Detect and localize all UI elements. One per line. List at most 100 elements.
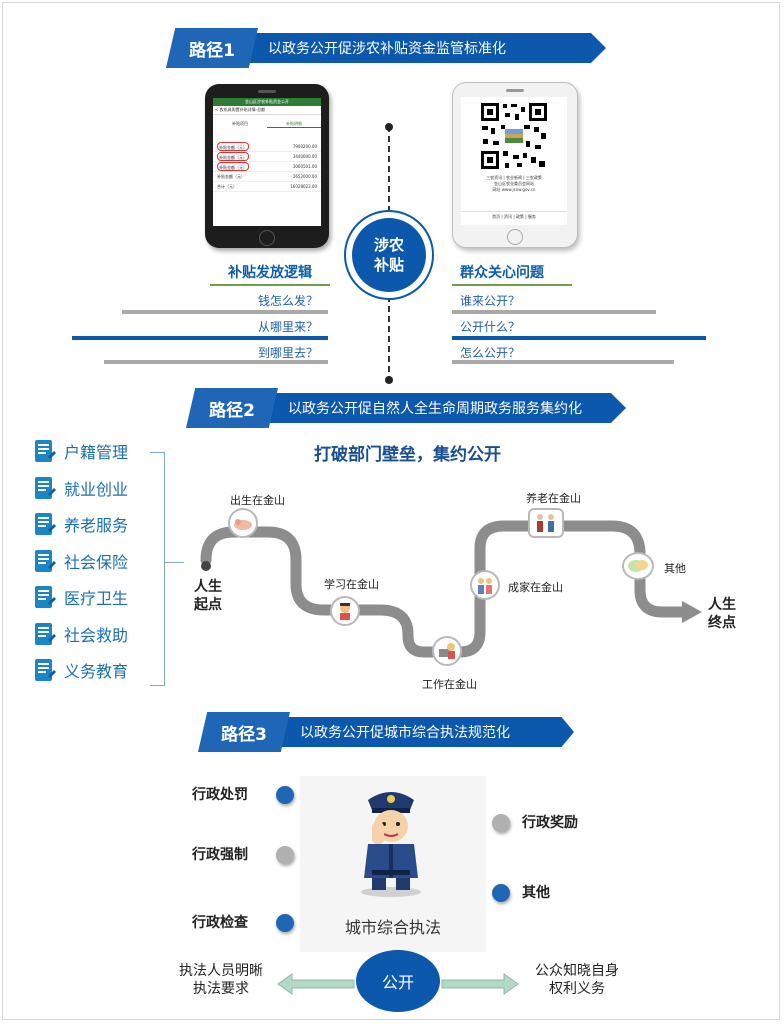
phone-home-button: [507, 229, 523, 245]
left-question-3: 到哪里去？: [258, 346, 319, 360]
service-item-label: 社会保险: [64, 552, 129, 572]
service-bracket-tick: [164, 562, 184, 563]
table-row: 补贴金额（元） 2652000.00: [213, 172, 321, 182]
phone-left-tab2[interactable]: 补贴明细: [267, 119, 321, 128]
path1-tag: 路径1: [166, 28, 258, 68]
bottom-left-line1: 执法人员明晰: [179, 963, 263, 979]
stage-elder-icon: [528, 508, 564, 538]
service-item: 社会救助: [34, 621, 128, 647]
service-item-label: 医疗卫生: [64, 589, 129, 608]
table-cell-label: 补贴金额（元）: [217, 162, 249, 171]
stage-other: 其他: [664, 562, 686, 575]
right-act-2: 其他: [522, 885, 550, 901]
life-title: 打破部门壁垒，集约公开: [314, 445, 501, 465]
center-badge-inner: 涉农 补贴: [352, 218, 426, 292]
right-question-line-2: [452, 336, 706, 340]
path3-title: 以政务公开促城市综合执法规范化: [262, 717, 574, 747]
divider-dot-top: [385, 123, 393, 131]
divider-dot-bottom: [385, 376, 393, 384]
phone-speaker: [258, 90, 276, 93]
path1-banner: 以政务公开促涉农补贴资金监管标准化 路径1: [166, 28, 606, 68]
path1-title: 以政务公开促涉农补贴资金监管标准化: [230, 33, 606, 63]
police-officer-icon: [361, 792, 421, 897]
path3-banner: 以政务公开促城市综合执法规范化 路径3: [198, 712, 578, 752]
left-question-2: 从哪里来？: [258, 320, 319, 334]
table-cell-label: 补贴金额（元）: [217, 174, 245, 179]
life-end: 人生 终点: [708, 596, 736, 632]
document-icon: [35, 586, 56, 608]
table-cell-value: 16028022.00: [290, 184, 317, 189]
table-cell-value: 2652000.00: [292, 174, 317, 179]
table-cell-label: 补贴金额（元）: [217, 142, 249, 151]
path3-tag: 路径3: [198, 712, 290, 752]
stage-birth-icon: [228, 508, 258, 538]
phone-right-line1: 三农资讯 | 农业新闻 | 三农政策: [486, 175, 542, 180]
service-item: 社会保险: [34, 548, 128, 574]
phone-speaker: [506, 89, 524, 92]
table-row: 补贴金额（元）3440000.00: [213, 152, 321, 162]
right-question-1: 谁来公开？: [460, 294, 521, 308]
path2-tag: 路径2: [186, 388, 278, 428]
table-cell-label: 补贴金额（元）: [217, 152, 249, 161]
left-act-dot-2: [276, 846, 294, 864]
bottom-right-line2: 权利义务: [549, 981, 605, 997]
phone-right-screen: 三农资讯 | 农业新闻 | 三农政策 金山区农业委员会网站 网址 www.jsn…: [461, 97, 567, 225]
service-item-label: 社会救助: [64, 625, 129, 645]
document-icon: [35, 440, 56, 462]
bottom-left-line2: 执法要求: [193, 981, 249, 997]
right-heading-underline: [452, 284, 572, 286]
right-arrow-icon: [441, 973, 519, 995]
left-arrow-icon: [277, 973, 355, 995]
service-item-label: 义务教育: [64, 662, 129, 681]
right-act-1: 行政奖励: [522, 815, 578, 831]
stage-birth: 出生在金山: [230, 494, 285, 507]
phone-left: 金山区涉农补贴资金公开 < 农机具购置补贴详情-总额 补贴项目 补贴明细 补贴金…: [205, 84, 329, 248]
left-act-dot-1: [276, 786, 294, 804]
document-icon: [35, 659, 56, 681]
phone-right: 三农资讯 | 农业新闻 | 三农政策 金山区农业委员会网站 网址 www.jsn…: [452, 82, 578, 248]
left-question-line-2: [72, 336, 328, 340]
left-act-2: 行政强制: [192, 847, 248, 863]
service-item: 养老服务: [34, 511, 128, 537]
document-icon: [35, 513, 56, 535]
phone-right-line3: 网址 www.jsnw.gov.cn: [492, 187, 536, 192]
life-start: 人生 起点: [194, 578, 222, 614]
life-end-line1: 人生: [708, 597, 736, 613]
center-badge-line2: 补贴: [373, 256, 404, 274]
right-question-3: 怎么公开？: [460, 346, 521, 360]
phone-right-footer: 首页 | 资讯 | 政策 | 服务: [461, 211, 567, 220]
public-badge: 公开: [356, 950, 440, 1012]
right-question-line-3: [452, 360, 674, 364]
service-item: 就业创业: [34, 475, 128, 501]
left-question-line-3: [104, 360, 328, 364]
service-bracket: [150, 452, 165, 686]
life-start-line1: 人生: [194, 579, 222, 595]
bottom-left-text: 执法人员明晰 执法要求: [166, 962, 276, 998]
service-item: 户籍管理: [34, 438, 128, 464]
stage-family-icon: [470, 570, 500, 600]
document-icon: [35, 622, 56, 645]
phone-left-header: 金山区涉农补贴资金公开: [213, 98, 321, 106]
service-item: 义务教育: [34, 657, 128, 683]
stage-work: 工作在金山: [422, 678, 477, 691]
stage-study-icon: [330, 596, 360, 626]
left-heading-underline: [210, 284, 330, 286]
document-icon: [35, 549, 56, 572]
path2-banner: 以政务公开促自然人全生命周期政务服务集约化 路径2: [186, 388, 626, 428]
bottom-right-line1: 公众知晓自身: [535, 963, 619, 979]
service-item: 医疗卫生: [34, 584, 128, 610]
document-icon: [35, 476, 56, 499]
service-item-label: 养老服务: [64, 516, 129, 535]
table-cell-label: 合计（元）: [217, 184, 237, 189]
phone-left-tab1[interactable]: 补贴项目: [232, 121, 248, 126]
left-question-line-1: [122, 310, 328, 314]
service-item-label: 就业创业: [64, 479, 129, 499]
table-cell-value: 7900200.00: [292, 144, 317, 149]
right-act-dot-1: [492, 814, 510, 832]
bottom-right-text: 公众知晓自身 权利义务: [522, 962, 632, 998]
phone-left-screen: 金山区涉农补贴资金公开 < 农机具购置补贴详情-总额 补贴项目 补贴明细 补贴金…: [213, 98, 321, 226]
stage-elder: 养老在金山: [526, 492, 581, 505]
